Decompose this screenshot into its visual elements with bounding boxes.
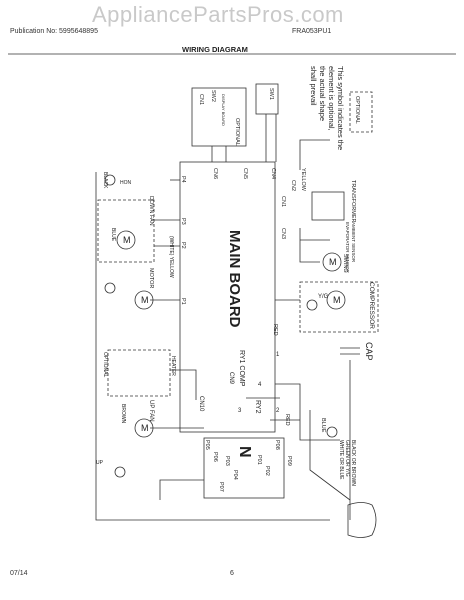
sw2-label: SW2 <box>210 90 216 102</box>
p4-label: P4 <box>180 176 186 183</box>
compressor-label: COMPRESSOR <box>368 282 375 329</box>
cn1-box-label: CN1 <box>198 94 204 105</box>
p01-label: P01 <box>256 455 262 465</box>
heater-label: HEATER <box>170 356 176 376</box>
white-yellow-label: (WHITE) YELLOW <box>168 236 174 278</box>
p03-label: P03 <box>224 456 230 466</box>
p08-label: P08 <box>274 440 280 450</box>
p1-label: P1 <box>180 298 186 305</box>
watermark: AppliancePartsPros.com <box>92 2 344 27</box>
swing-motor-symbol: M <box>329 257 337 267</box>
note-line-4: shall prevail <box>309 66 318 106</box>
p04-label: P04 <box>232 470 238 480</box>
up-fan-label: UP FAN <box>148 400 154 422</box>
cn4-label: CN4 <box>270 168 276 179</box>
cn1-label: CN1 <box>280 196 286 207</box>
terminal-3: 3 <box>238 408 242 414</box>
red-wire-label: RED <box>272 324 278 336</box>
sw1-label: SW1 <box>268 88 274 100</box>
note-line-1: This symbol indicates the <box>336 66 345 150</box>
model-number: FRA053PU1 <box>292 28 332 35</box>
motor-label: MOTOR <box>148 268 154 288</box>
p02-label: P02 <box>264 466 270 476</box>
optional-display-label: OPTIONAL <box>234 118 240 146</box>
compressor-yg-label: Y/G <box>318 294 329 300</box>
plug-black-label: BLACK OR BROWN <box>350 440 356 486</box>
p3-label: P3 <box>180 218 186 225</box>
display-board-label: DISPLAY BOARD <box>221 94 226 126</box>
note-line-2: element is optional, <box>327 66 336 131</box>
footer-date: 07/14 <box>10 570 28 577</box>
down-fan-motor-symbol: M <box>123 235 131 245</box>
note-line-3: the actual shape <box>318 66 327 121</box>
p07-label: P07 <box>218 482 224 492</box>
optional-note-label: OPTIONAL <box>354 96 360 124</box>
blue-wire-label: BLUE <box>320 418 326 433</box>
down-fan-label: DOWN FAN <box>148 196 154 226</box>
ry1-comp-label: RY1 COMP <box>238 350 245 387</box>
up-fan-motor-symbol: M <box>141 423 149 433</box>
terminal-1: 1 <box>276 352 280 358</box>
cn2-label: CN2 <box>290 180 296 191</box>
main-board-label: MAIN BOARD <box>226 230 243 328</box>
cn3-label: CN3 <box>280 228 286 239</box>
up-fan-brown-label: BROWN <box>120 404 126 424</box>
motor-symbol: M <box>141 295 149 305</box>
cn10-label: CN10 <box>198 396 204 412</box>
cn6-label: CN6 <box>212 168 218 179</box>
p09-label: P09 <box>286 456 292 466</box>
hon-label: HON <box>120 180 132 186</box>
up-label: UP <box>96 460 104 466</box>
footer-page: 6 <box>230 570 234 577</box>
diagram-title: WIRING DIAGRAM <box>182 45 248 54</box>
terminal-4: 4 <box>258 382 262 388</box>
plug-white-label: WHITE OR BLUE <box>338 440 344 480</box>
p05-label: P05 <box>204 440 210 450</box>
p06-label: P06 <box>212 452 218 462</box>
evaporator-sensor-label: EVAPORATOR SENSOR <box>345 222 350 274</box>
heater-optional-label: OPTIONAL <box>102 352 108 378</box>
cn9-label: CN9 <box>228 372 234 385</box>
swing-label: SWING <box>342 254 348 273</box>
cn5-label: CN5 <box>242 168 248 179</box>
plug-green-label: GREEN OR Y/G <box>344 440 350 477</box>
cap-label: CAP <box>364 342 374 361</box>
publication-number: Publication No: 5995648895 <box>10 28 98 35</box>
compressor-motor-symbol: M <box>333 295 341 305</box>
down-fan-blue-label: BLUE <box>110 228 116 242</box>
red-wire-label-2: RED <box>284 414 290 426</box>
terminal-2: 2 <box>276 408 280 414</box>
black-wire-label: BLACK <box>102 172 108 189</box>
ry2-label: RY2 <box>254 400 261 414</box>
n-board-label: N <box>236 446 253 458</box>
p2-label: P2 <box>180 242 186 249</box>
yellow-wire-label: YELLOW <box>300 168 306 192</box>
transformer-label: TRANSFORMER <box>350 180 356 223</box>
ambient-sensor-label: AMBIENT SENSOR <box>351 222 356 263</box>
